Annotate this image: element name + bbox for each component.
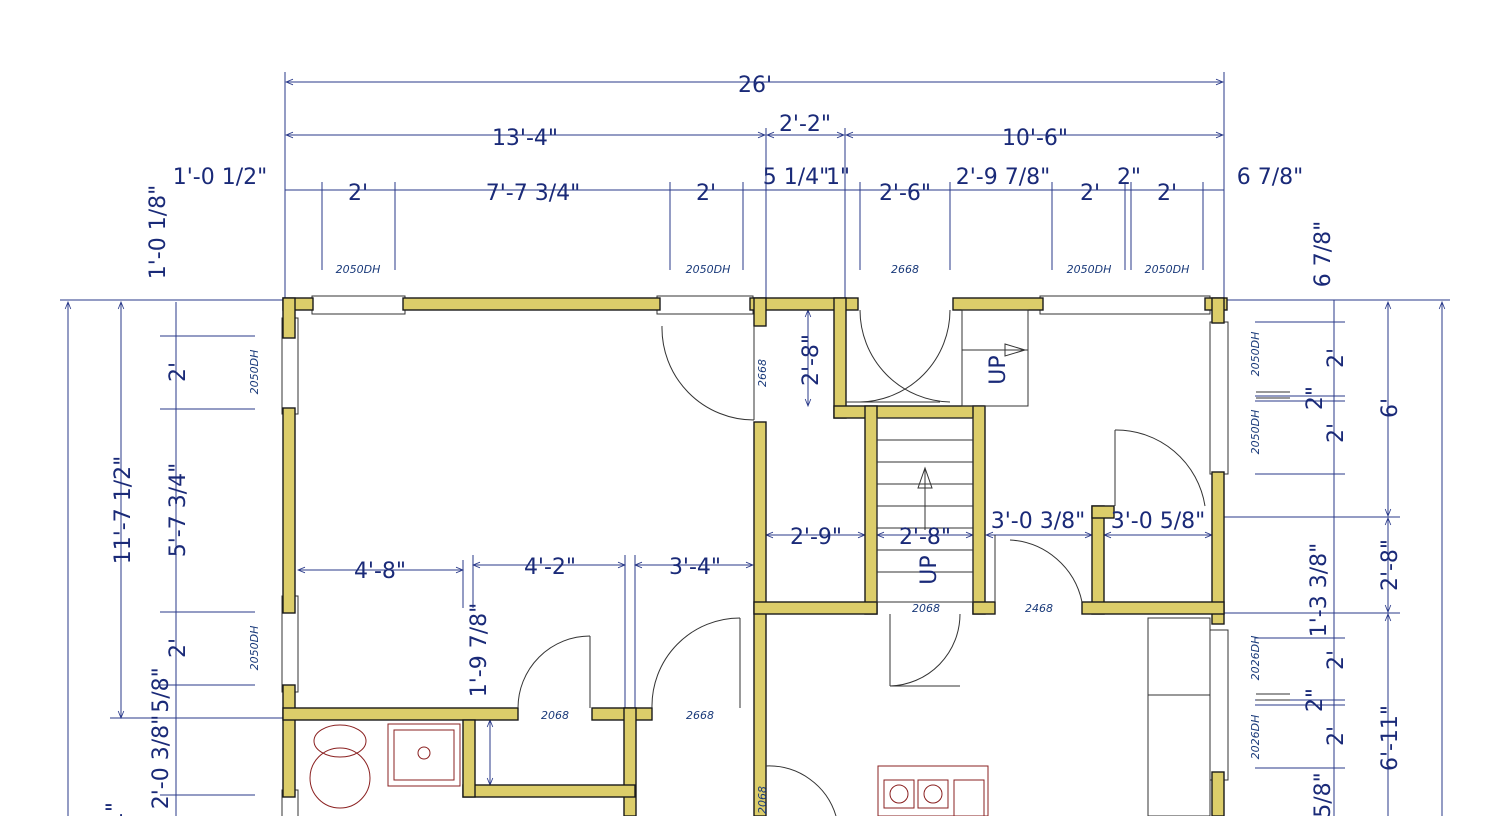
kitchen-counter bbox=[1147, 617, 1211, 816]
right-inner-dim-0: 2' bbox=[1324, 348, 1349, 368]
top-dim-2-1: 2'-2" bbox=[779, 112, 831, 137]
stair-up-label-1: UP bbox=[986, 355, 1011, 384]
top-dim-3-6: 2'-6" bbox=[879, 181, 931, 206]
right-inner-dim-1: 2" bbox=[1303, 386, 1328, 410]
window-label: 2050DH bbox=[248, 350, 261, 395]
door-label: 2068 bbox=[756, 786, 769, 814]
window-label: 2050DH bbox=[1249, 332, 1262, 377]
window-label: 2050DH bbox=[248, 626, 261, 671]
overall-width-dim: 26' bbox=[738, 73, 772, 98]
interior-dim-8: 1'-9 7/8" bbox=[467, 603, 492, 698]
walls bbox=[282, 297, 1228, 816]
top-dim-3-5: 1" bbox=[826, 165, 850, 190]
right-dimension-lines bbox=[1224, 300, 1442, 816]
right-inner-dim-6: 2' bbox=[1324, 726, 1349, 746]
right-inner-dim-7: 5/8" bbox=[1311, 772, 1336, 816]
opening-labels: 2050DH 2050DH 2050DH 2050DH 2050DH 2050D… bbox=[248, 263, 1262, 814]
window-label: 2026DH bbox=[1249, 636, 1262, 681]
interior-dim-5: 4'-8" bbox=[354, 559, 406, 584]
left-inner-dim-4: 2'-0 3/8" bbox=[149, 715, 174, 810]
top-dim-2-0: 13'-4" bbox=[492, 126, 558, 151]
top-dim-3-8: 2' bbox=[1080, 181, 1100, 206]
top-dim-3-10: 2' bbox=[1157, 181, 1177, 206]
right-inner-dim-3: 1'-3 3/8" bbox=[1307, 543, 1332, 638]
interior-dim-7: 3'-4" bbox=[669, 555, 721, 580]
bathroom-fixtures bbox=[309, 723, 461, 809]
top-dim-3-0: 1'-0 1/2" bbox=[173, 165, 268, 190]
window-label: 2026DH bbox=[1249, 715, 1262, 760]
window-label: 2050DH bbox=[336, 263, 381, 276]
stair-up-label-2: UP bbox=[917, 555, 942, 584]
left-inner-dim-3: 5/8" bbox=[149, 667, 174, 713]
top-dim-3-1: 2' bbox=[348, 181, 368, 206]
right-inner-dim-4: 2' bbox=[1324, 650, 1349, 670]
right-outer-dim-2: 6'-11" bbox=[1378, 705, 1403, 771]
top-dimension-lines bbox=[60, 72, 1450, 301]
left-inner-dim-1: 5'-7 3/4" bbox=[166, 463, 191, 558]
left-dimension-lines bbox=[68, 302, 285, 816]
interior-dim-3: 3'-0 3/8" bbox=[991, 509, 1086, 534]
interior-dim-2: 2'-8" bbox=[899, 525, 951, 550]
top-dim-3-2: 7'-7 3/4" bbox=[486, 181, 581, 206]
window-label: 2050DH bbox=[1249, 410, 1262, 455]
top-dim-2-2: 10'-6" bbox=[1002, 126, 1068, 151]
interior-dim-4: 3'-0 5/8" bbox=[1111, 509, 1206, 534]
interior-dimension-lines bbox=[298, 310, 1212, 785]
top-dim-3-4: 5 1/4" bbox=[763, 165, 830, 190]
top-dim-3-7: 2'-9 7/8" bbox=[956, 165, 1051, 190]
right-outer-dim-1: 2'-8" bbox=[1378, 539, 1403, 591]
kitchen-range bbox=[877, 765, 989, 816]
right-inner-dim-5: 2" bbox=[1303, 688, 1328, 712]
interior-dim-0: 2'-8" bbox=[799, 334, 824, 386]
doors bbox=[517, 309, 1206, 816]
interior-dim-6: 4'-2" bbox=[524, 555, 576, 580]
windows bbox=[281, 295, 1290, 816]
left-inner-dim-2: 2' bbox=[166, 638, 191, 658]
door-label: 2668 bbox=[686, 709, 714, 722]
door-label: 2068 bbox=[912, 602, 940, 615]
door-label: 2468 bbox=[1025, 602, 1053, 615]
left-outer-dim: 11'-7 1/2" bbox=[111, 456, 136, 565]
stairs bbox=[876, 309, 1029, 603]
door-label: 2668 bbox=[891, 263, 919, 276]
window-label: 2050DH bbox=[1145, 263, 1190, 276]
right-outer-dim-0: 6' bbox=[1378, 398, 1403, 418]
window-label: 2050DH bbox=[686, 263, 731, 276]
right-inner-dim-2: 2' bbox=[1324, 423, 1349, 443]
corner-right-vertical-dim: 6 7/8" bbox=[1311, 221, 1336, 288]
interior-dim-1: 2'-9" bbox=[790, 525, 842, 550]
corner-left-vertical-dim: 1'-0 1/8" bbox=[146, 185, 171, 280]
window-label: 2050DH bbox=[1067, 263, 1112, 276]
door-label: 2668 bbox=[756, 359, 769, 387]
top-dim-3-9: 2" bbox=[1117, 165, 1141, 190]
dimension-text: 26' 13'-4" 2'-2" 10'-6" 1'-0 1/2" 2' 7'-… bbox=[103, 73, 1403, 816]
top-dim-3-11: 6 7/8" bbox=[1237, 165, 1304, 190]
left-inner-dim-5: 1" bbox=[103, 802, 128, 816]
door-label: 2068 bbox=[541, 709, 569, 722]
top-dim-3-3: 2' bbox=[696, 181, 716, 206]
left-inner-dim-0: 2' bbox=[166, 362, 191, 382]
